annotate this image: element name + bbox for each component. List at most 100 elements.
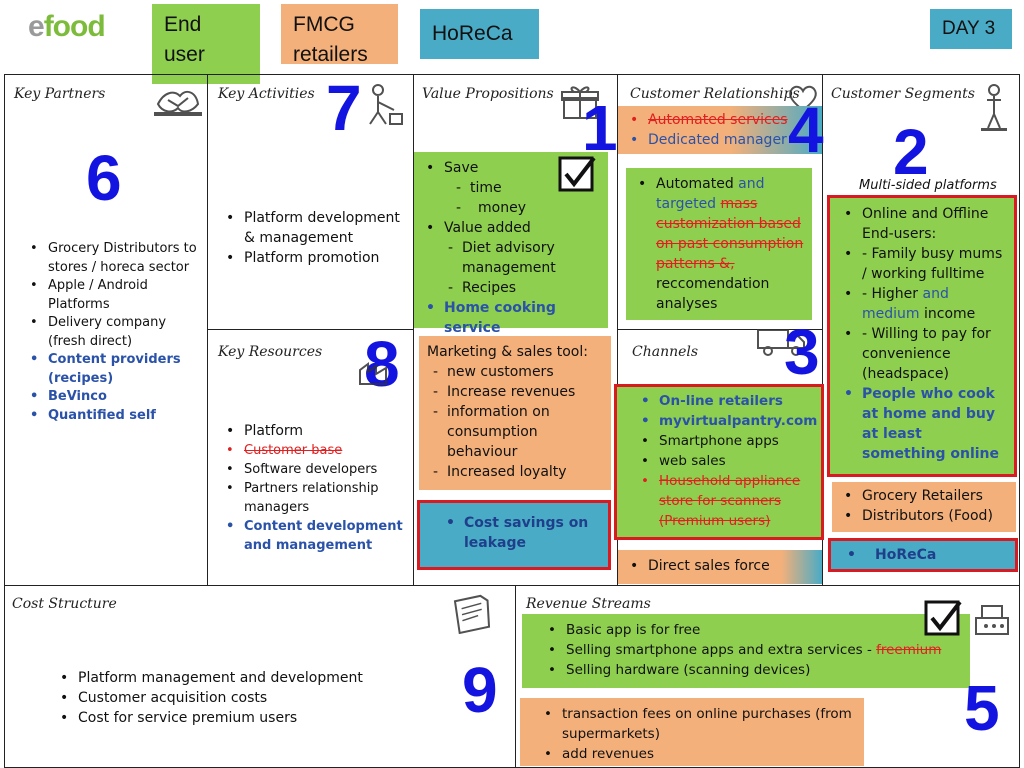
list-item: Grocery Distributors to stores / horeca …	[30, 240, 204, 277]
list-item: Platform promotion	[226, 248, 408, 268]
revenue-app-box: Basic app is for free Selling smartphone…	[522, 614, 970, 688]
gift-icon	[561, 86, 599, 119]
list-item: Online and Offline End-users:	[844, 204, 1008, 244]
key-resources-title: Key Resources	[218, 344, 323, 360]
list-item: Increase revenues	[433, 382, 603, 402]
end-users-box: Online and Offline End-users: - Family b…	[827, 195, 1017, 477]
number-6: 6	[86, 142, 122, 214]
horeca-segment-box: HoReCa	[828, 538, 1018, 572]
channels-box: On-line retailers myvirtualpantry.com Sm…	[614, 384, 824, 540]
channels-title: Channels	[632, 344, 699, 360]
list-item: - Family busy mums / working fulltime	[844, 244, 1008, 284]
recommendation-text: reccomendation analyses	[656, 276, 770, 312]
list-item: On-line retailers	[641, 391, 813, 411]
list-item: Delivery company (fresh direct)	[30, 314, 204, 351]
efood-logo: efood	[28, 10, 106, 43]
key-activities-list: Platform development & management Platfo…	[222, 208, 408, 268]
list-item: information on consumption behaviour	[433, 402, 603, 462]
list-item: Smartphone apps	[641, 431, 813, 451]
revenue-app-list: Basic app is for free Selling smartphone…	[530, 620, 962, 680]
retailers-box: Grocery Retailers Distributors (Food)	[832, 482, 1016, 532]
customer-relationships-cell: Customer Relationships	[618, 74, 823, 330]
key-activities-cell: Key Activities 7 Platform development & …	[208, 74, 414, 330]
list-item: transaction fees on online purchases (fr…	[544, 704, 856, 744]
list-item: Quantified self	[30, 407, 204, 426]
list-item: Grocery Retailers	[844, 486, 1010, 506]
save-label: Save	[444, 160, 479, 176]
home-cooking-item: Home cooking service	[426, 298, 600, 338]
automated-list: Automated and targeted mass customizatio…	[634, 174, 804, 314]
number-3: 3	[784, 316, 820, 388]
tag-horeca: HoReCa	[420, 9, 539, 59]
marketing-title: Marketing & sales tool:	[427, 344, 588, 360]
value-added-label: Value added	[444, 220, 531, 236]
key-partners-title: Key Partners	[14, 86, 106, 102]
list-item: HoReCa	[847, 545, 1009, 565]
revenue-streams-title: Revenue Streams	[526, 596, 651, 612]
number-7: 7	[326, 72, 362, 144]
list-item: Increased loyalty	[433, 462, 603, 482]
value-propositions-title: Value Propositions	[422, 86, 554, 102]
list-item: Platform management and development	[60, 668, 436, 688]
cost-savings-list: Cost savings on leakage	[426, 513, 602, 553]
list-item: add revenues	[544, 744, 856, 764]
list-item: BeVinco	[30, 388, 204, 407]
list-item: myvirtualpantry.com	[641, 411, 817, 431]
cost-structure-title: Cost Structure	[12, 596, 117, 612]
tag-fmcg-retailers: FMCG retailers	[281, 4, 398, 66]
list-item: Selling hardware (scanning devices)	[548, 660, 962, 680]
list-item: Apple / Android Platforms	[30, 277, 204, 314]
number-9: 9	[462, 654, 498, 726]
list-item: web sales	[641, 451, 813, 471]
multi-sided-subtitle: Multi-sided platforms	[859, 178, 997, 193]
key-partners-cell: Key Partners 6 Grocery Distributors to s…	[4, 74, 208, 586]
list-item: Distributors (Food)	[844, 506, 1010, 526]
customer-segments-cell: Customer Segments 2 Multi-sided platform…	[823, 74, 1020, 586]
day-badge: DAY 3	[930, 9, 1012, 49]
person-icon	[981, 84, 1007, 131]
end-users-list: Online and Offline End-users: - Family b…	[836, 204, 1008, 464]
list-item: Recipes	[448, 278, 600, 298]
cost-structure-cell: Cost Structure 9 Platform management and…	[4, 586, 516, 768]
number-2: 2	[893, 116, 929, 188]
list-item: Household appliance store for scanners (…	[641, 471, 813, 531]
key-activities-title: Key Activities	[218, 86, 315, 102]
revenue-fees-box: transaction fees on online purchases (fr…	[520, 698, 864, 766]
retailers-list: Grocery Retailers Distributors (Food)	[838, 486, 1010, 526]
key-resources-cell: Key Resources 8 Platform Customer base S…	[208, 330, 414, 586]
bill-icon	[453, 594, 491, 634]
number-5: 5	[964, 672, 1000, 744]
list-item: - Higher and medium income	[844, 284, 1008, 324]
list-item: money	[456, 198, 600, 218]
marketing-list: new customers Increase revenues informat…	[427, 362, 603, 482]
list-item: Cost savings on leakage	[446, 513, 602, 553]
automated-box: Automated and targeted mass customizatio…	[626, 168, 812, 320]
list-item: Platform development & management	[226, 208, 408, 248]
list-item: Automated services	[630, 110, 814, 130]
heart-icon	[789, 85, 817, 112]
list-item: Platform	[226, 422, 412, 441]
list-item: - Willing to pay for convenience (headsp…	[844, 324, 1008, 384]
horeca-list: HoReCa	[837, 545, 1009, 565]
list-item: Diet advisory management	[448, 238, 600, 278]
list-item: Dedicated manager	[630, 130, 814, 150]
value-propositions-cell: Value Propositions 1	[414, 74, 618, 586]
factory-icon	[359, 362, 387, 385]
list-item: Direct sales force	[630, 556, 814, 576]
key-resources-list: Platform Customer base Software develope…	[222, 422, 412, 555]
targeted-word: and targeted	[656, 176, 765, 212]
cash-register-icon	[975, 605, 1009, 635]
handshake-icon	[154, 90, 202, 116]
checkbox-checked-icon	[558, 156, 596, 192]
value-save-list: Save time money Value added Diet advisor…	[422, 158, 600, 338]
truck-icon	[757, 329, 805, 356]
direct-sales-list: Direct sales force	[626, 556, 814, 576]
channels-list: On-line retailers myvirtualpantry.com Sm…	[625, 391, 817, 531]
number-4: 4	[788, 94, 824, 166]
list-item: Customer base	[226, 441, 412, 460]
customer-relationships-title: Customer Relationships	[630, 86, 800, 102]
relationship-types-box: Automated services Dedicated manager	[618, 106, 822, 154]
revenue-fees-list: transaction fees on online purchases (fr…	[528, 704, 856, 764]
number-8: 8	[364, 328, 400, 400]
list-item: Cost for service premium users	[60, 708, 436, 728]
